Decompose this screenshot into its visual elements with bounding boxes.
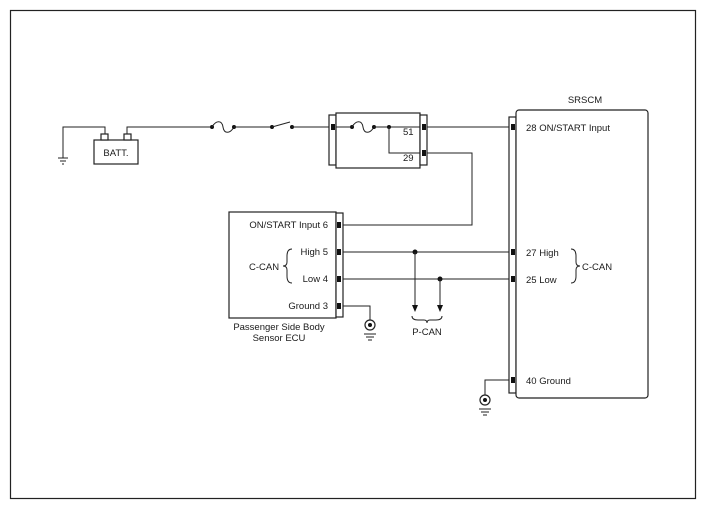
wire-junction-to-ecu bbox=[343, 152, 473, 226]
srscm-pin-low: 25 Low bbox=[526, 275, 557, 286]
srscm-ground-icon bbox=[479, 394, 491, 416]
ecu-name-line1: Passenger Side Body bbox=[233, 322, 325, 333]
srscm-bus-label: C-CAN bbox=[582, 262, 612, 273]
ecu-name-line2: Sensor ECU bbox=[253, 333, 306, 344]
battery-terminal-positive bbox=[123, 133, 132, 141]
srscm-title: SRSCM bbox=[568, 95, 602, 106]
junction-pin-29: 29 bbox=[403, 153, 414, 164]
ecu-ground-icon bbox=[364, 319, 376, 341]
srscm-pin-ground: 40 Ground bbox=[526, 376, 571, 387]
srscm-pin-high: 27 High bbox=[526, 248, 559, 259]
battery-body bbox=[93, 139, 139, 165]
srscm-box bbox=[508, 109, 649, 399]
pcan-branch-arrows bbox=[412, 252, 443, 312]
battery-terminal-negative bbox=[100, 133, 109, 141]
ignition-switch-icon bbox=[270, 121, 294, 129]
battery-label: BATT. bbox=[103, 148, 128, 159]
ecu-can-brace bbox=[282, 248, 293, 284]
ecu-pin-high: High 5 bbox=[301, 247, 328, 258]
srscm-can-brace bbox=[570, 248, 581, 284]
ecu-pin-low: Low 4 bbox=[303, 274, 328, 285]
junction-pin-51: 51 bbox=[403, 127, 414, 138]
srscm-pin-on-start: 28 ON/START Input bbox=[526, 123, 610, 134]
junction-block bbox=[328, 112, 428, 169]
ecu-box bbox=[228, 211, 344, 319]
ecu-bus-label: C-CAN bbox=[249, 262, 279, 273]
srscm-ground-wire bbox=[484, 379, 509, 395]
battery-ground-symbol bbox=[58, 126, 106, 165]
battery-supply-wire bbox=[126, 126, 210, 134]
ecu-ground-wire bbox=[343, 305, 371, 320]
diagram-frame bbox=[9, 9, 697, 500]
fuse-icon bbox=[210, 121, 236, 133]
pcan-label: P-CAN bbox=[412, 327, 442, 338]
ecu-pin-on-start: ON/START Input 6 bbox=[249, 220, 328, 231]
pcan-brace bbox=[411, 315, 443, 324]
ecu-pin-ground: Ground 3 bbox=[288, 301, 328, 312]
